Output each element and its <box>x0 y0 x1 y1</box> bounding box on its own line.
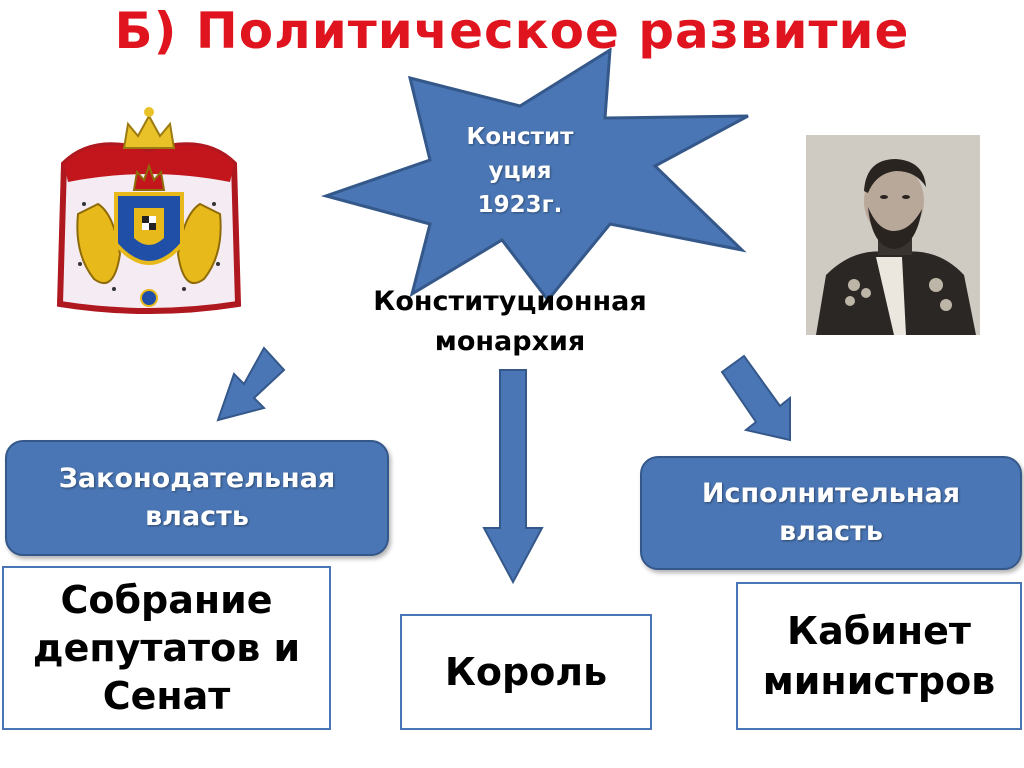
constitution-line-3: 1923г. <box>477 192 563 218</box>
monarchy-heading-line-1: Конституционная <box>373 286 647 317</box>
assembly-line-2: депутатов и <box>32 626 301 670</box>
constitution-line-2: уция <box>488 158 552 184</box>
constitution-line-1: Констит <box>466 124 574 150</box>
arrow-to-executive <box>720 354 791 442</box>
monarchy-heading: Конституционная монархия <box>300 282 720 362</box>
assembly-line-1: Собрание <box>60 578 273 622</box>
legislative-power-box: Законодательная власть <box>5 440 389 556</box>
arrow-to-legislative <box>216 346 286 422</box>
cabinet-line-1: Кабинет <box>787 609 971 653</box>
executive-line-1: Исполнительная <box>701 478 961 509</box>
assembly-line-3: Сенат <box>102 674 231 718</box>
coat-of-arms-image <box>56 107 242 314</box>
executive-line-2: власть <box>779 516 883 547</box>
constitution-label: Констит уция 1923г. <box>440 120 600 222</box>
monarchy-heading-line-2: монархия <box>434 326 586 357</box>
legislative-line-2: власть <box>145 501 249 532</box>
page-title: Б) Политическое развитие <box>114 2 910 60</box>
assembly-senate-box: Собрание депутатов и Сенат <box>2 566 331 730</box>
legislative-line-1: Законодательная <box>58 463 336 494</box>
king-portrait-image <box>806 135 980 335</box>
arrow-to-king <box>482 369 544 585</box>
king-label: Король <box>444 650 608 694</box>
constitution-burst-shape <box>320 48 749 300</box>
cabinet-line-2: министров <box>762 659 996 703</box>
cabinet-box: Кабинет министров <box>736 582 1022 730</box>
king-box: Король <box>400 614 652 730</box>
executive-power-box: Исполнительная власть <box>640 456 1022 570</box>
